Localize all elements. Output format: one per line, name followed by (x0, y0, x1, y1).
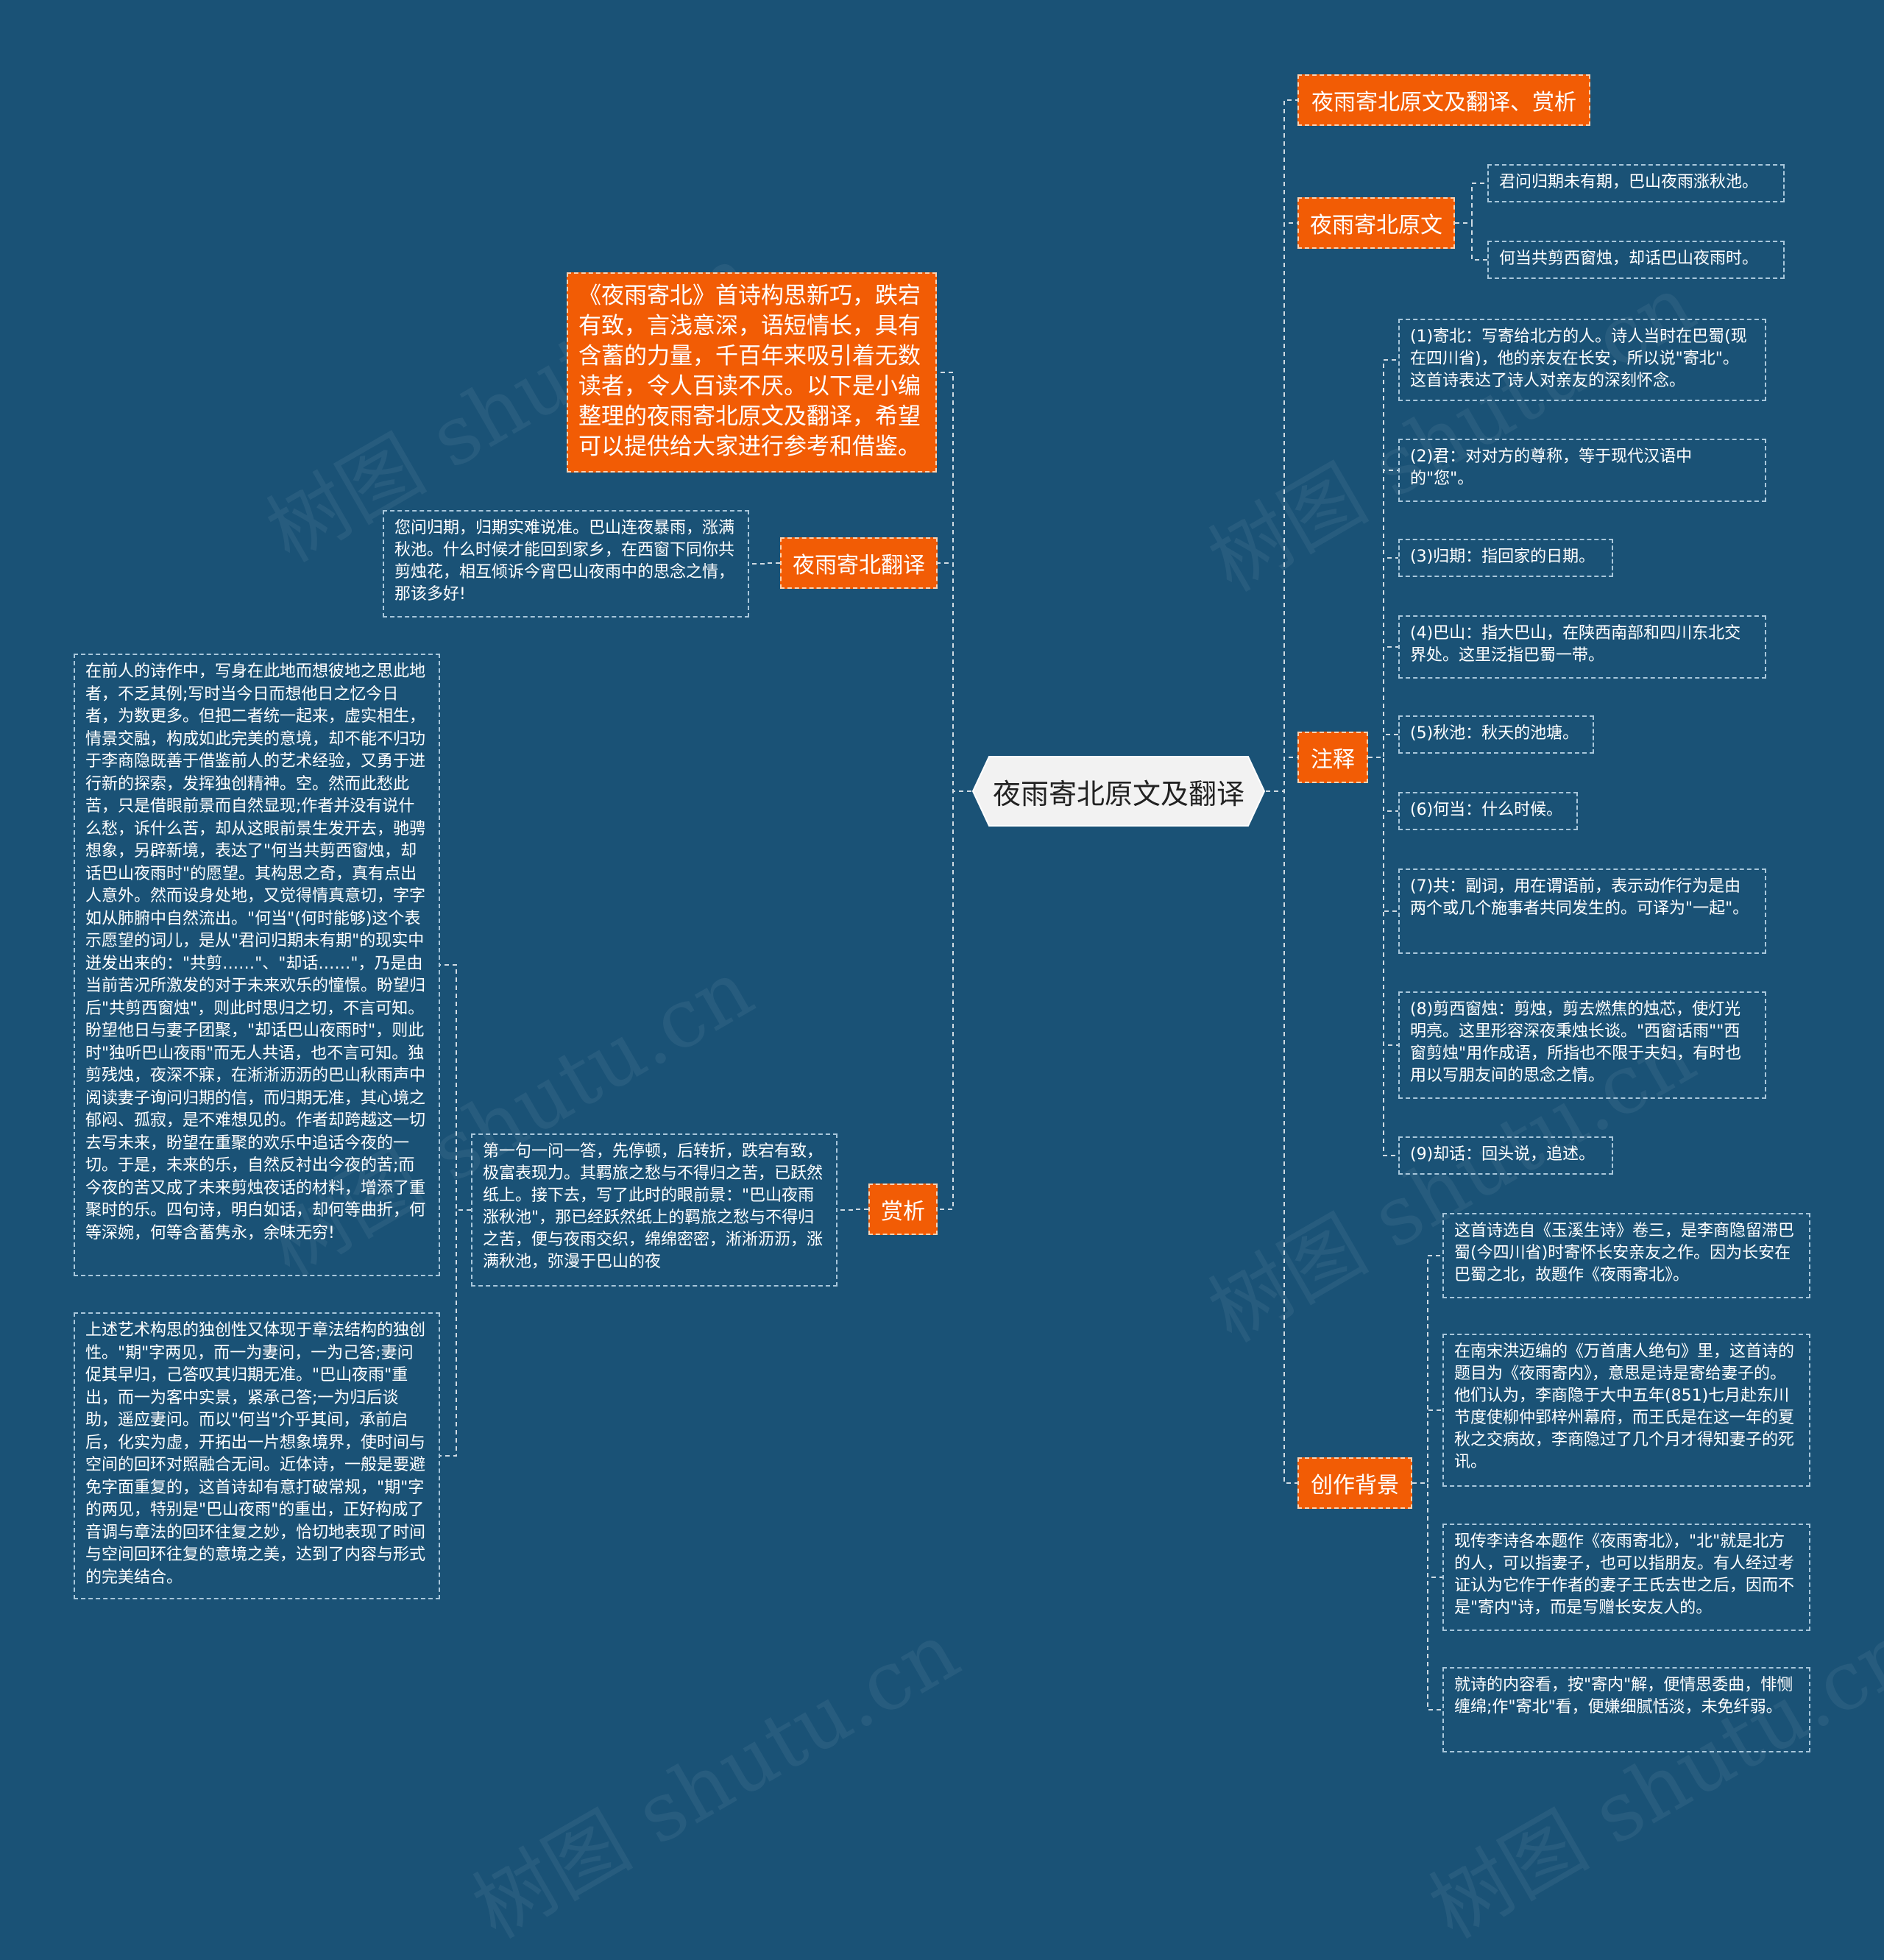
connector-line (1455, 222, 1487, 261)
connector-line (1412, 1482, 1442, 1710)
connector-line (1368, 646, 1398, 758)
translation-text: 您问归期，归期实难说准。巴山连夜暴雨，涨满秋池。什么时候才能回到家乡，在西窗下同… (383, 510, 749, 618)
appreciation-detail-1: 在前人的诗作中，写身在此地而想彼地之思此地者，不乏其例;写时当今日而想他日之忆今… (74, 654, 440, 1276)
connector-line (1266, 99, 1297, 792)
note-item-1: (1)寄北：写寄给北方的人。诗人当时在巴蜀(现在四川省)，他的亲友在长安，所以说… (1398, 319, 1766, 401)
connector-line (1368, 734, 1398, 758)
connector-line (749, 562, 780, 565)
original-line-2: 何当共剪西窗烛，却话巴山夜雨时。 (1487, 241, 1785, 279)
appreciation-detail-2: 上述艺术构思的独创性又体现于章法结构的独创性。"期"字两见，而一为妻问，一为己答… (74, 1312, 440, 1599)
note-item-2: (2)君：对对方的尊称，等于现代汉语中的"您"。 (1398, 439, 1766, 502)
connector-line (937, 372, 971, 792)
connector-line (1266, 222, 1297, 792)
connector-line (1455, 183, 1487, 224)
connector-line (938, 790, 971, 1210)
background-item-3: 现传李诗各本题作《夜雨寄北》，"北"就是北方的人，可以指妻子，也可以指朋友。有人… (1442, 1524, 1810, 1631)
background-item-4: 就诗的内容看，按"寄内"解，便情思委曲，悱恻缠绵;作"寄北"看，便嫌细腻恬淡，未… (1442, 1667, 1810, 1752)
connector-line (1412, 1482, 1442, 1578)
note-item-7: (7)共：副词，用在谓语前，表示动作行为是由两个或几个施事者共同发生的。可译为"… (1398, 868, 1766, 954)
intro-paragraph[interactable]: 《夜雨寄北》首诗构思新巧，跌宕有致，言浅意深，语短情长，具有含蓄的力量，千百年来… (567, 272, 937, 473)
note-item-4: (4)巴山：指大巴山，在陕西南部和四川东北交界处。这里泛指巴蜀一带。 (1398, 615, 1766, 679)
note-item-8: (8)剪西窗烛：剪烛，剪去燃焦的烛芯，使灯光明亮。这里形容深夜秉烛长谈。"西窗话… (1398, 991, 1766, 1099)
connector-line (1266, 757, 1297, 792)
appreciation-text: 第一句一问一答，先停顿，后转折，跌宕有致，极富表现力。其羁旅之愁与不得归之苦，已… (471, 1133, 837, 1287)
original-line-1: 君问归期未有期，巴山夜雨涨秋池。 (1487, 164, 1785, 202)
note-item-6: (6)何当：什么时候。 (1398, 792, 1578, 830)
center-hexagon-shape (971, 756, 1266, 827)
connector-line (1266, 790, 1297, 1484)
branch-appreciation[interactable]: 赏析 (868, 1184, 938, 1235)
center-topic[interactable]: 夜雨寄北原文及翻译 (971, 755, 1266, 827)
background-item-2: 在南宋洪迈编的《万首唐人绝句》里，这首诗的题目为《夜雨寄内》，意思是诗是寄给妻子… (1442, 1334, 1810, 1487)
connector-lines (440, 99, 1487, 1710)
connector-line (938, 562, 971, 792)
branch-background[interactable]: 创作背景 (1297, 1457, 1412, 1509)
connector-line (837, 1209, 868, 1211)
background-item-1: 这首诗选自《玉溪生诗》卷三，是李商隐留滞巴蜀(今四川省)时寄怀长安亲友之作。因为… (1442, 1213, 1810, 1298)
note-item-3: (3)归期：指回家的日期。 (1398, 539, 1613, 577)
center-title: 夜雨寄北原文及翻译 (992, 777, 1244, 810)
connector-line (1368, 757, 1398, 1046)
branch-original-text[interactable]: 夜雨寄北原文 (1297, 197, 1455, 249)
connector-line (1368, 470, 1398, 758)
branch-translation[interactable]: 夜雨寄北翻译 (780, 537, 938, 589)
note-item-9: (9)却话：回头说，追述。 (1398, 1136, 1613, 1175)
note-item-5: (5)秋池：秋天的池塘。 (1398, 715, 1594, 754)
branch-title-analysis[interactable]: 夜雨寄北原文及翻译、赏析 (1297, 74, 1590, 126)
connector-line (1412, 1409, 1442, 1484)
connector-line (440, 1209, 471, 1457)
connector-line (440, 964, 471, 1211)
connector-line (1368, 757, 1398, 1156)
branch-notes[interactable]: 注释 (1297, 732, 1368, 783)
